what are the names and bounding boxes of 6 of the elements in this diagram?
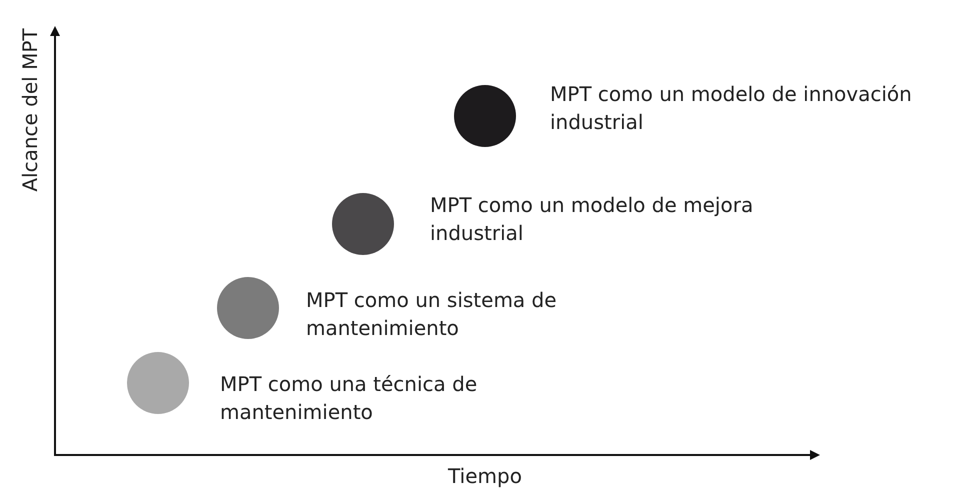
- axis-title: Tiempo: [448, 464, 522, 488]
- stage-label: MPT como una técnica de mantenimiento: [220, 371, 478, 426]
- stage-label: MPT como un modelo de innovación industrial: [550, 81, 913, 136]
- axis-title: Alcance del MPT: [18, 28, 42, 192]
- stage-label: MPT como un modelo de mejora industrial: [430, 192, 754, 247]
- stage-label: MPT como un sistema de mantenimiento: [306, 287, 558, 342]
